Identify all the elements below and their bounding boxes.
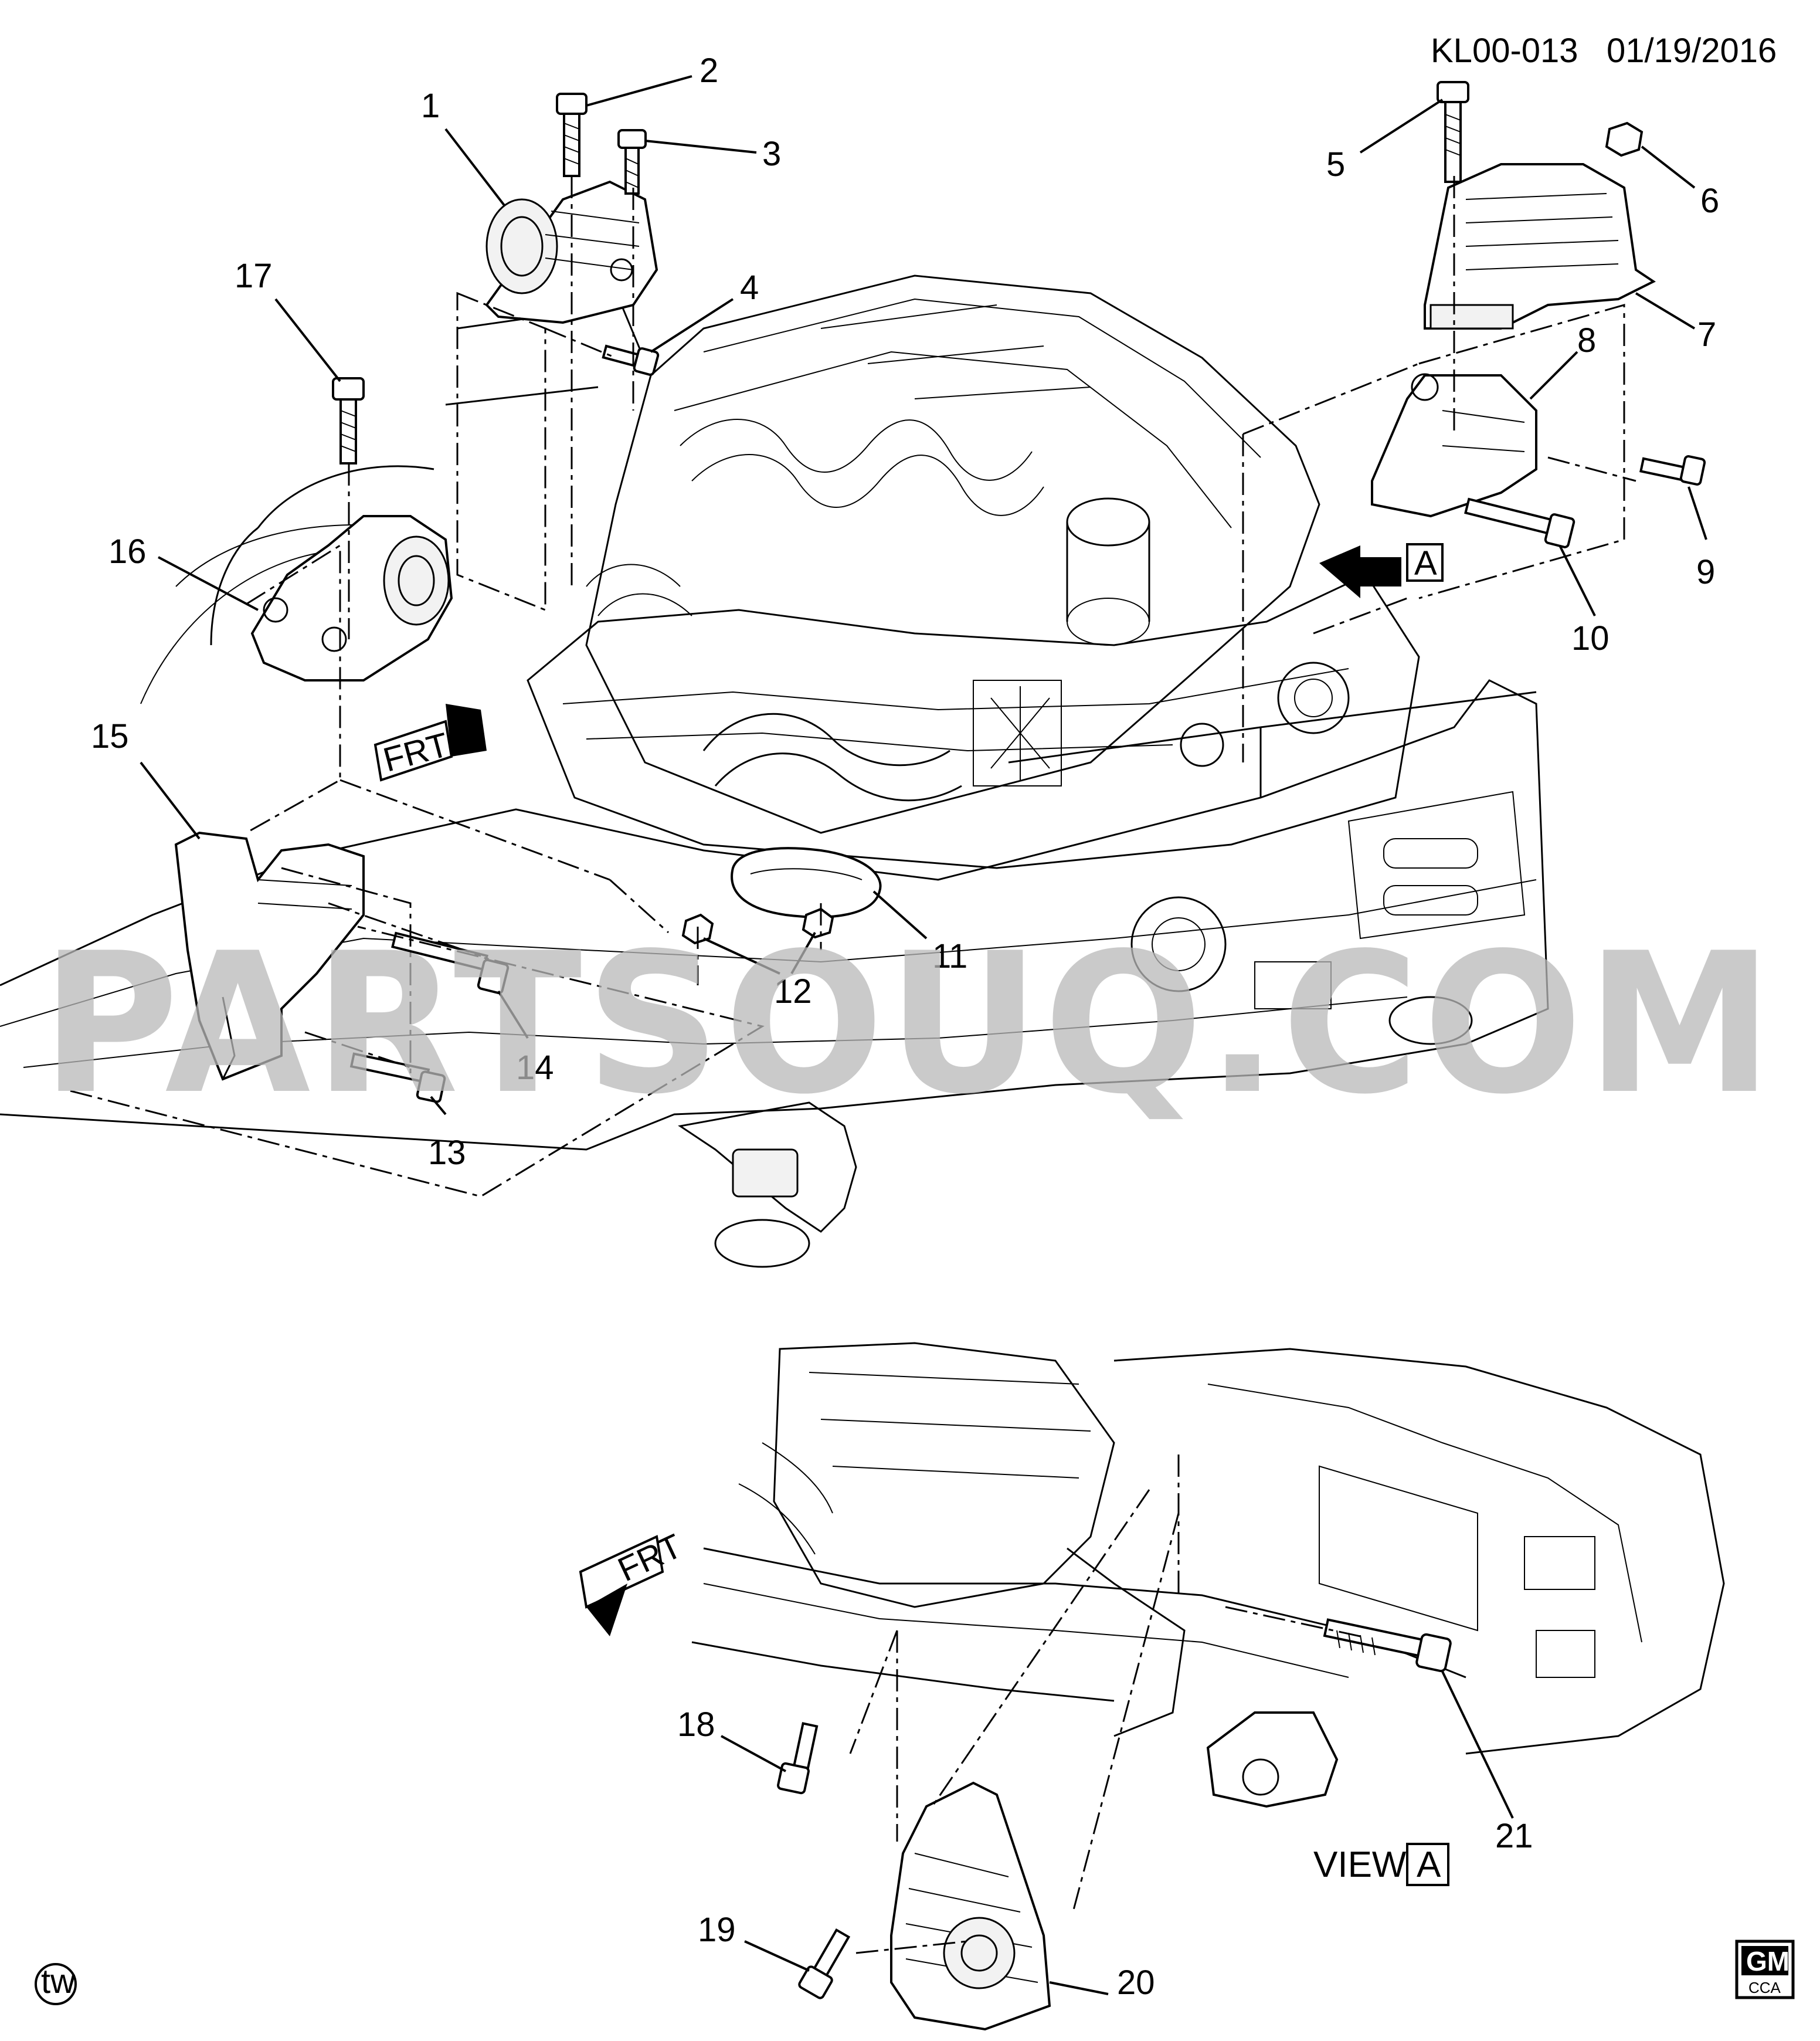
bolt-10 [1464, 497, 1575, 548]
diagram-date: 01/19/2016 [1607, 32, 1777, 70]
bolt-9 [1639, 455, 1706, 486]
callout-1: 1 [421, 87, 440, 125]
watermark: PARTSOUQ.COM [41, 911, 1777, 1137]
callout-6: 6 [1700, 182, 1719, 220]
callout-15: 15 [91, 717, 129, 755]
callout-7: 7 [1697, 316, 1716, 354]
callout-14: 14 [516, 1049, 554, 1087]
callout-9: 9 [1696, 553, 1715, 591]
callout-17: 17 [235, 257, 273, 295]
frt-label-bottom: FRT [612, 1527, 688, 1589]
callout-19: 19 [698, 1911, 736, 1949]
callout-5: 5 [1326, 145, 1345, 184]
callouts: 1 2 3 4 5 6 7 8 9 10 11 12 13 14 15 16 [91, 52, 1719, 2002]
callout-11: 11 [932, 937, 967, 975]
frt-label-top: FRT [379, 725, 453, 779]
alignment-lines-top [70, 176, 1636, 1198]
callout-10: 10 [1571, 619, 1610, 657]
insulator-11 [731, 847, 882, 918]
bolt-2 [556, 93, 588, 177]
bolt-5 [1437, 81, 1469, 183]
view-arrow-ref: A [1414, 544, 1437, 582]
bolt-17 [332, 377, 365, 465]
diagram-header: KL00-013 01/19/2016 [1431, 32, 1777, 70]
bolt-4 [602, 344, 660, 376]
mount-16 [250, 515, 453, 682]
mount-1-assembly [485, 180, 658, 324]
bracket-8 [1371, 373, 1537, 518]
view-a-label: VIEW A [1313, 1843, 1449, 1886]
view-label-text: VIEW [1313, 1845, 1407, 1885]
gm-logo-brand: GM [1746, 1946, 1790, 1976]
view-a-illustration [691, 1342, 1725, 2031]
corner-mark: tw [35, 1962, 77, 2005]
callout-16: 16 [108, 533, 147, 571]
view-a-arrow: A [1319, 543, 1444, 598]
alignment-lines-bottom [849, 1455, 1361, 1954]
frt-arrow-bottom: FRT [579, 1527, 688, 1636]
bolt-14 [391, 931, 510, 995]
callout-2: 2 [700, 52, 718, 90]
callout-8: 8 [1577, 321, 1596, 360]
frt-arrow-top: FRT [373, 704, 487, 782]
callout-21: 21 [1495, 1817, 1533, 1855]
bolt-3 [617, 129, 647, 195]
mount-7 [1424, 163, 1656, 330]
callout-20: 20 [1117, 1964, 1155, 2002]
diagram-code: KL00-013 [1431, 32, 1578, 70]
nut-6 [1605, 121, 1644, 157]
callout-12: 12 [774, 972, 812, 1011]
view-label-ref: A [1417, 1845, 1441, 1885]
callout-4: 4 [740, 269, 759, 307]
callout-18: 18 [677, 1706, 715, 1744]
engine-illustration [527, 274, 1420, 869]
bolt-13 [349, 1052, 446, 1103]
callout-3: 3 [762, 135, 781, 173]
mount-15 [174, 831, 365, 1081]
gm-logo: GM CCA [1735, 1940, 1795, 1999]
callout-13: 13 [428, 1134, 466, 1172]
corner-mark-text: tw [41, 1962, 76, 2001]
gm-logo-sub: CCA [1748, 1979, 1781, 1996]
